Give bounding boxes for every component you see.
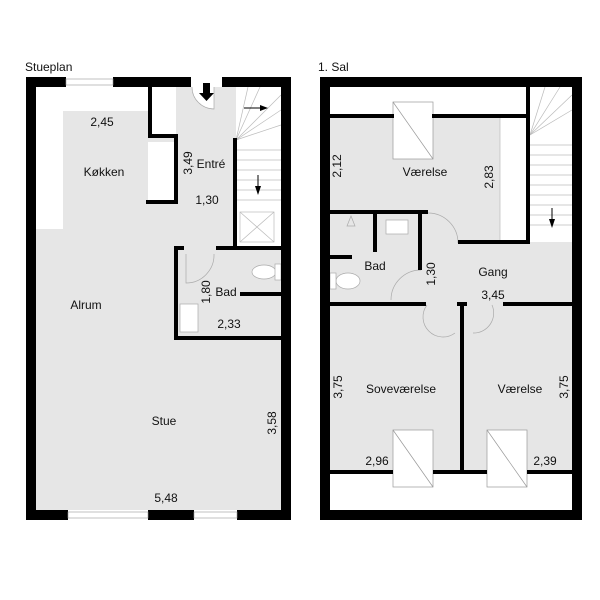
room-top-length: 2,12: [330, 154, 344, 178]
bedroom-width: 2,96: [365, 454, 389, 468]
entry-width: 1,30: [195, 193, 219, 207]
living-room-label: Stue: [151, 414, 177, 428]
room-bottom-length: 3,75: [557, 375, 571, 399]
room-top-label: Værelse: [402, 165, 448, 179]
ground-floor-title: Stueplan: [25, 60, 73, 74]
room-top-width: 2,83: [482, 165, 496, 189]
bedroom-label: Soveværelse: [365, 382, 437, 396]
bath-width: 2,33: [217, 317, 241, 331]
upper-bath-length: 1,30: [424, 262, 438, 286]
family-room-label: Alrum: [70, 298, 102, 312]
room-bottom-width: 2,39: [533, 454, 557, 468]
kitchen-width: 2,45: [90, 115, 114, 129]
bath-label: Bad: [215, 285, 237, 299]
living-room-length: 3,58: [265, 411, 279, 435]
upper-bath-label: Bad: [364, 259, 386, 273]
room-bottom-label: Værelse: [497, 382, 543, 396]
bath-length: 1,80: [199, 280, 213, 304]
ground-floor-plan: [26, 77, 291, 520]
hall-width: 3,45: [481, 288, 505, 302]
hall-label: Gang: [478, 265, 508, 279]
entry-label: Entré: [196, 157, 226, 171]
first-floor-plan: [320, 77, 582, 520]
kitchen-length: 3,49: [181, 151, 195, 175]
first-floor-title: 1. Sal: [318, 60, 349, 74]
bedroom-length: 3,75: [331, 375, 345, 399]
living-room-width: 5,48: [154, 491, 178, 505]
kitchen-label: Køkken: [83, 165, 125, 179]
